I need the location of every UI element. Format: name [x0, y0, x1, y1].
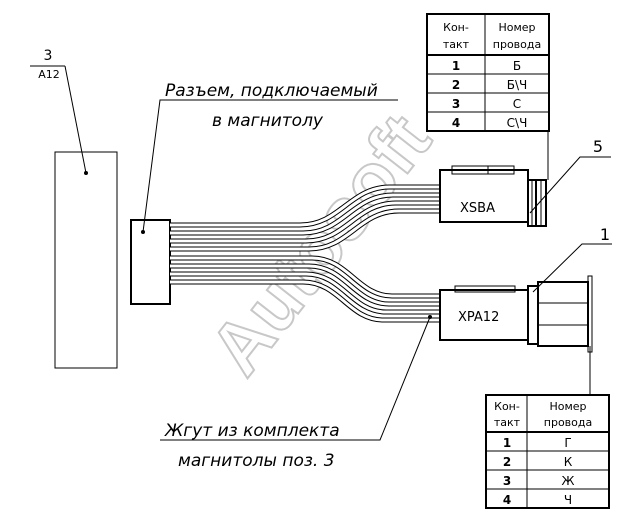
table-row-contact: 4 [452, 116, 460, 130]
watermark: Autosoft [194, 99, 447, 390]
radio-connector-label-line1: Разъем, подключаемый [165, 81, 378, 101]
table-row-contact: 1 [452, 59, 460, 73]
xsba-latch [451, 165, 515, 175]
table-row-wire: С [513, 97, 521, 111]
table-row-wire: С\Ч [507, 116, 528, 130]
unit-a12-number: 3 [44, 48, 53, 64]
table-row-contact: 4 [503, 493, 511, 507]
table-top-header-contact: Кон-такт [443, 21, 470, 51]
table-bottom-header-contact: Кон-такт [494, 400, 521, 429]
xpa12-housing [537, 281, 589, 347]
unit-a12: 3 A12 [30, 48, 118, 369]
connector-xsba: XSBA 5 [439, 137, 611, 227]
harness-label-line2: магнитолы поз. 3 [178, 451, 335, 471]
wire-bundle-upper [170, 184, 440, 252]
table-row-contact: 3 [503, 474, 511, 488]
wire-bundle-lower [170, 255, 440, 323]
xsba-label: XSBA [460, 201, 495, 216]
radio-connector-leader [142, 99, 398, 233]
radio-connector-body [130, 219, 171, 305]
table-row-wire: К [564, 455, 573, 469]
table-row-wire: Б [513, 59, 521, 73]
table-row-wire: Ч [564, 493, 572, 507]
radio-connector: Разъем, подключаемый в магнитолу [130, 81, 398, 305]
xsba-position-number: 5 [593, 137, 603, 156]
xpa12-label: XPA12 [458, 310, 499, 325]
harness-label-line1: Жгут из комплекта [164, 421, 340, 441]
xpa12-latch [454, 285, 516, 293]
table-row-contact: 2 [503, 455, 511, 469]
table-row-wire: Б\Ч [507, 78, 528, 92]
table-row-wire: Ж [562, 474, 575, 488]
unit-a12-leader [64, 65, 87, 174]
connector-xpa12: XPA12 1 [439, 225, 612, 353]
unit-a12-designation: A12 [38, 68, 60, 81]
table-row-contact: 3 [452, 97, 460, 111]
table-row-contact: 1 [503, 436, 511, 450]
xpa12-leader [532, 243, 612, 293]
xpa12-position-number: 1 [600, 225, 610, 244]
xpa12-flange [527, 285, 539, 345]
table-row-contact: 2 [452, 78, 460, 92]
xsba-leader [529, 156, 611, 214]
harness-label: Жгут из комплекта магнитолы поз. 3 [160, 315, 432, 471]
unit-a12-body [54, 151, 118, 369]
radio-connector-label-line2: в магнитолу [212, 111, 324, 131]
table-row-wire: Г [564, 436, 571, 450]
harness-leader [160, 316, 431, 441]
